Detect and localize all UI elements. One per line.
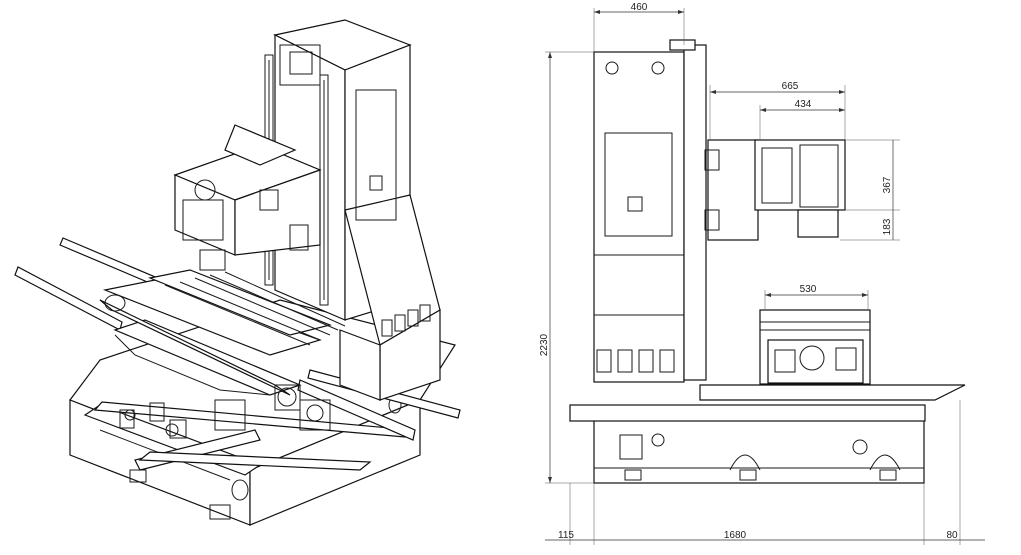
- extension-lines: [545, 8, 961, 545]
- iso-lower-rails: [83, 401, 414, 476]
- dimension-lines: [545, 10, 985, 541]
- elev-table-bed: [699, 309, 966, 401]
- dim-spindle-offset: 434: [795, 99, 812, 110]
- elev-base: [569, 404, 926, 484]
- iso-spindle-head: [173, 124, 322, 271]
- dimension-labels: 460 665 434 367 183 530 2230 115 1680 80: [539, 2, 958, 541]
- dim-base-length: 1680: [724, 530, 747, 541]
- dim-top-width: 460: [631, 2, 648, 13]
- elev-column: [593, 39, 707, 383]
- dim-left-overhang: 115: [558, 530, 574, 541]
- dim-overall-height: 2230: [539, 333, 550, 356]
- dim-head-lower: 183: [882, 218, 893, 235]
- iso-table: [99, 269, 346, 431]
- dim-table-width: 530: [800, 284, 817, 295]
- dim-right-overhang: 80: [946, 530, 958, 541]
- dim-head-height: 367: [882, 176, 893, 193]
- side-elevation-view: 460 665 434 367 183 530 2230 115 1680 80: [539, 2, 985, 545]
- isometric-view: [14, 19, 461, 526]
- elev-spindle-head: [704, 139, 846, 241]
- dim-spindle-reach: 665: [782, 81, 799, 92]
